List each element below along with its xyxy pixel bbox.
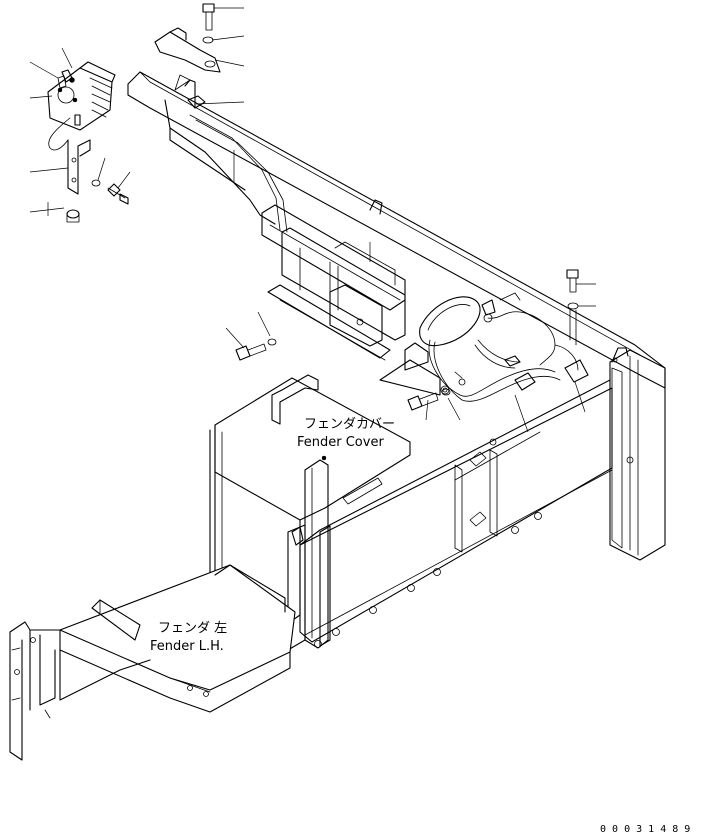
- fasteners: [202, 3, 579, 411]
- harness-wiring: [419, 292, 589, 402]
- fender-lh-label-en: Fender L.H.: [150, 639, 224, 654]
- top-mount-bracket: [154, 27, 221, 109]
- text-labels: フェンダカバー Fender Cover フェンダ 左 Fender L.H. …: [150, 417, 690, 835]
- drawing-number: 0 0 0 3 1 4 8 9: [600, 824, 690, 835]
- fender-lh-floor: [9, 564, 296, 761]
- leader-lines: [29, 7, 596, 433]
- fender-cover-label-en: Fender Cover: [297, 435, 384, 450]
- fender-lh-label-jp: フェンダ 左: [158, 621, 227, 636]
- main-frame-rail: [127, 71, 666, 389]
- center-bracket-tray: [261, 204, 450, 396]
- side-panel-with-holes: [299, 379, 613, 648]
- right-end-bracket: [609, 347, 666, 561]
- fender-cover-label-jp: フェンダカバー: [304, 417, 395, 432]
- fender-cover-box: [209, 374, 411, 651]
- lamp-assembly: [47, 61, 129, 223]
